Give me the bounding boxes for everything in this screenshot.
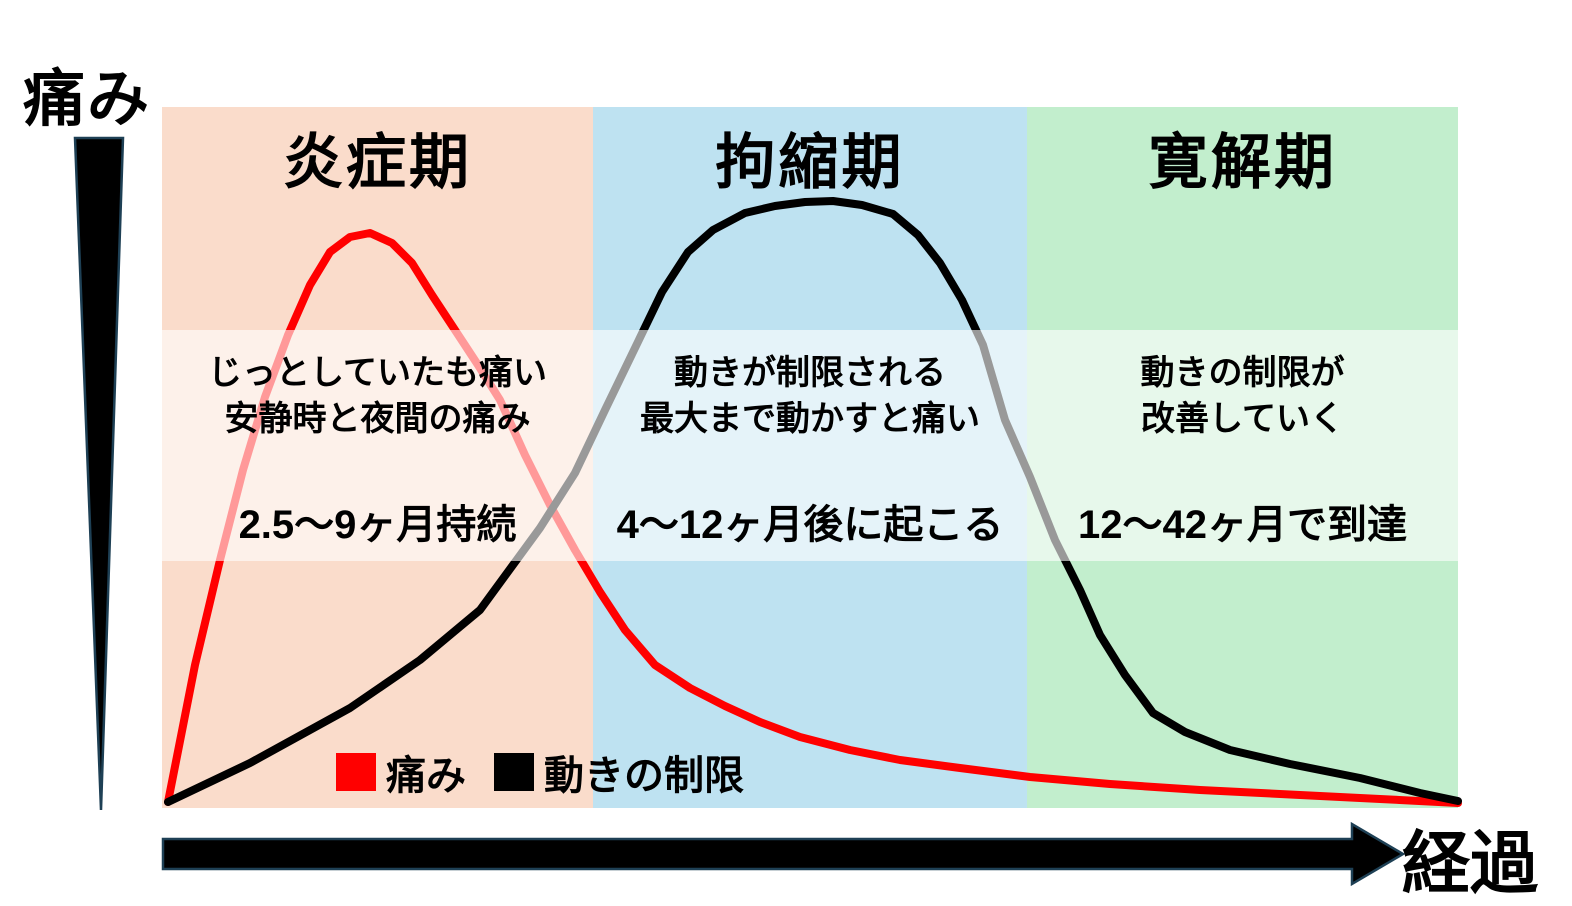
x-axis-arrow	[161, 821, 1406, 887]
text-highlight-band	[162, 330, 1458, 561]
phase-duration-contracture: 4～12ヶ月後に起こる	[616, 503, 1004, 547]
legend: 痛み 動きの制限	[336, 750, 744, 798]
phase-desc-inflammation-line2: 安静時と夜間の痛み	[224, 400, 531, 438]
phase-duration-inflammation: 2.5～9ヶ月持続	[238, 503, 517, 547]
phase-desc-contracture: 動きが制限される 最大まで動かすと痛い	[593, 350, 1027, 442]
phase-title-contracture: 拘縮期	[715, 129, 905, 196]
legend-swatch-pain	[336, 753, 376, 791]
phase-desc-remission: 動きの制限が 改善していく	[1027, 350, 1458, 442]
phase-desc-inflammation-line1: じっとしていたも痛い	[208, 354, 547, 392]
legend-swatch-restriction	[494, 753, 534, 791]
y-axis-arrow	[73, 136, 125, 811]
phase-duration-remission: 12～42ヶ月で到達	[1078, 503, 1407, 547]
legend-label-restriction: 動きの制限	[544, 754, 744, 798]
legend-label-pain: 痛み	[386, 754, 466, 798]
phase-title-remission: 寛解期	[1148, 129, 1337, 196]
y-axis-label: 痛み	[22, 65, 151, 134]
phase-desc-remission-line2: 改善していく	[1141, 400, 1344, 438]
x-axis-label: 経過	[1402, 826, 1539, 902]
phase-title-inflammation: 炎症期	[283, 129, 472, 196]
phase-desc-contracture-line1: 動きが制限される	[674, 354, 946, 392]
phase-desc-remission-line1: 動きの制限が	[1140, 354, 1345, 392]
phase-desc-inflammation: じっとしていたも痛い 安静時と夜間の痛み	[162, 350, 593, 442]
phase-desc-contracture-line2: 最大まで動かすと痛い	[640, 400, 980, 438]
